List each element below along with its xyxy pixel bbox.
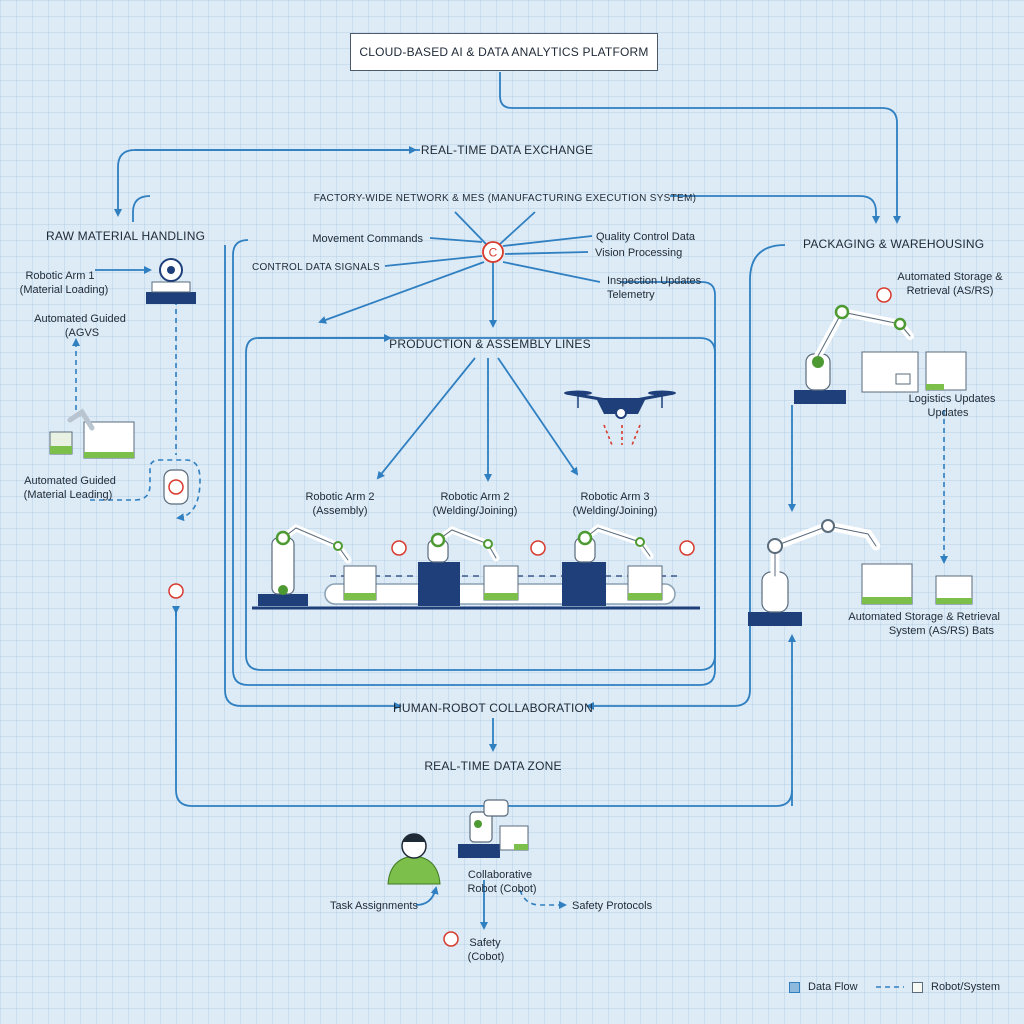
arm2b-label-line1: Robotic Arm 2: [440, 491, 510, 503]
fan-arm3: [497, 357, 579, 476]
sensor-icon-left: [168, 583, 184, 599]
asrs-storage-icon: [861, 563, 973, 605]
logistics-label-line1: Logistics Updates: [908, 393, 996, 405]
sensor-badges: [163, 287, 892, 947]
connector-network-left: [132, 195, 151, 222]
safety-protocols-label: Safety Protocols: [572, 900, 653, 912]
connector-bottom-loop: [175, 612, 793, 807]
robotic-arm-3-icon: [562, 524, 654, 606]
safety-label-line2: (Cobot): [467, 951, 505, 963]
sensor-icon-safety: [443, 931, 459, 947]
movement-commands-label: Movement Commands: [312, 233, 423, 245]
dashed-connectors: [72, 300, 948, 909]
drone-scan-lines: [603, 424, 641, 446]
arm2b-label-line2: (Welding/Joining): [432, 505, 518, 517]
factory-network-label: FACTORY-WIDE NETWORK & MES (MANUFACTURIN…: [313, 193, 697, 204]
spoke-inspection: [502, 261, 601, 283]
task-assignments-label: Task Assignments: [329, 900, 418, 912]
quality-control-label: Quality Control Data: [596, 231, 696, 243]
spoke-up-left: [454, 211, 487, 245]
arm1-label-line1: Robotic Arm 1: [25, 270, 95, 282]
cloud-platform-title: CLOUD-BASED AI & DATA ANALYTICS PLATFORM: [350, 33, 658, 71]
raw-material-title: RAW MATERIAL HANDLING: [46, 229, 206, 243]
fan-arm2a: [376, 357, 476, 480]
sensor-icon-raw: [163, 469, 189, 505]
spoke-vision: [504, 251, 589, 255]
spoke-quality: [502, 235, 593, 247]
packaging-robot-arm-icon: [794, 304, 914, 404]
legend-robot-system-label: Robot/System: [931, 981, 1001, 993]
agv-icon: [49, 408, 135, 459]
robotic-arm-2-assembly-icon: [258, 523, 352, 606]
control-signals-label: CONTROL DATA SIGNALS: [251, 262, 380, 273]
legend-data-flow: Data Flow: [789, 981, 858, 993]
robot-system-swatch: [912, 981, 923, 993]
agv-label-line1: Automated Guided: [34, 313, 126, 325]
sensor-icon-arm3: [679, 540, 695, 556]
cobot-label-line1: Collaborative: [467, 869, 533, 881]
agv2-label-line1: Automated Guided: [24, 475, 116, 487]
part-box-3: [627, 565, 663, 601]
dashed-protocols: [519, 889, 567, 909]
inspection-updates-label: Inspection Updates: [607, 275, 702, 287]
spoke-control: [384, 255, 483, 267]
realtime-exchange-label: REAL-TIME DATA EXCHANGE: [420, 143, 594, 157]
spoke-left: [318, 261, 485, 324]
connector-raw-to-hrc: [224, 245, 402, 710]
arm2a-label-line2: (Assembly): [312, 505, 368, 517]
legend-robot-system: Robot/System: [912, 981, 1000, 993]
asrs-label-line2: Retrieval (AS/RS): [906, 285, 994, 297]
connector-packaging-to-hrc: [586, 244, 786, 710]
production-outer-loop: [232, 239, 716, 686]
vision-processing-label: Vision Processing: [595, 247, 683, 259]
sensor-icon-arm2a: [391, 540, 407, 556]
production-title: PRODUCTION & ASSEMBLY LINES: [389, 337, 591, 351]
hrc-title: HUMAN-ROBOT COLLABORATION: [393, 701, 593, 715]
part-box-1: [343, 565, 377, 601]
connector-network-to-packaging: [670, 195, 880, 224]
telemetry-label: Telemetry: [607, 289, 655, 301]
data-flow-swatch: [789, 981, 800, 993]
legend-dash-icon: [876, 986, 904, 988]
logistics-label-line2: Updates: [927, 407, 969, 419]
connector-realtime-to-raw: [114, 149, 420, 217]
spoke-up-right: [499, 211, 536, 245]
packaging-title: PACKAGING & WAREHOUSING: [803, 237, 985, 251]
legend-data-flow-label: Data Flow: [808, 981, 858, 993]
operator-icon: [387, 833, 441, 885]
svg-text:C: C: [489, 246, 498, 260]
safety-label-line1: Safety: [469, 937, 501, 949]
connector-cloud-to-packaging: [499, 72, 901, 224]
asrs2-label-line1: Automated Storage & Retrieval: [848, 611, 1000, 623]
central-hub-icon: C: [482, 241, 504, 263]
arm3-label-line2: (Welding/Joining): [572, 505, 658, 517]
agv-label-line2: (AGVS: [64, 327, 100, 339]
production-box: [245, 337, 716, 671]
dashed-agv-loop: [90, 459, 201, 522]
cobot-icon: [458, 799, 529, 858]
spoke-movement: [429, 237, 483, 243]
agv2-label-line2: (Material Leading): [23, 489, 113, 501]
drone-icon: [564, 390, 676, 419]
sensor-icon-packaging: [876, 287, 892, 303]
robotic-arm-1-icon: [146, 258, 196, 304]
asrs2-label-line2: System (AS/RS) Bats: [888, 625, 994, 637]
cobot-label-line2: Robot (Cobot): [467, 883, 537, 895]
robotic-arm-2-welding-icon: [418, 526, 500, 606]
arm3-label-line1: Robotic Arm 3: [580, 491, 650, 503]
datazone-title: REAL-TIME DATA ZONE: [424, 759, 562, 773]
flow-connectors: [95, 72, 901, 930]
storage-robot-arm-icon: [748, 519, 881, 626]
part-box-2: [483, 565, 519, 601]
arm1-label-line2: (Material Loading): [19, 284, 109, 296]
connector-task: [415, 886, 439, 906]
asrs-rack-icon: [861, 351, 967, 393]
arm2a-label-line1: Robotic Arm 2: [305, 491, 375, 503]
sensor-icon-arm2b: [530, 540, 546, 556]
asrs-label-line1: Automated Storage &: [897, 271, 1003, 283]
